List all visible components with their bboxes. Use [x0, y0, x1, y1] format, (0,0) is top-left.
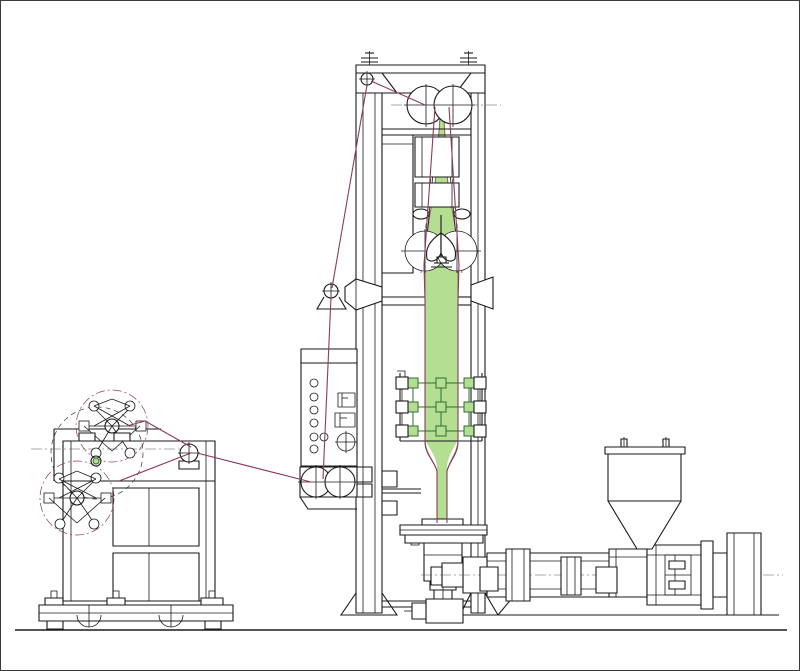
air-duct-left: [344, 278, 383, 311]
extruder-assembly: [421, 532, 783, 616]
collapsing-roller-pair-upper: [412, 208, 471, 220]
guide-roller-top: [359, 71, 375, 87]
caster-right: [158, 605, 184, 628]
film-web-path: [118, 80, 460, 523]
caster-left: [76, 605, 102, 628]
guide-roller-mid: [316, 282, 347, 310]
upper-guide-boxes: [414, 136, 460, 208]
tower-anchor-bolt-right: [460, 51, 477, 65]
winding-reel-lower: [39, 460, 115, 536]
air-ring: [399, 518, 488, 546]
winding-reel-upper: [50, 389, 149, 500]
winder-assembly: [31, 389, 234, 630]
tower-anchor-bolt-left: [361, 51, 378, 65]
bubble-sizing-cage: [395, 370, 487, 442]
air-duct-right: [470, 276, 494, 310]
feed-hopper: [604, 437, 686, 550]
control-panel[interactable]: [300, 348, 358, 467]
tower-side-brackets: [381, 470, 398, 516]
construction-lines: [301, 104, 501, 483]
